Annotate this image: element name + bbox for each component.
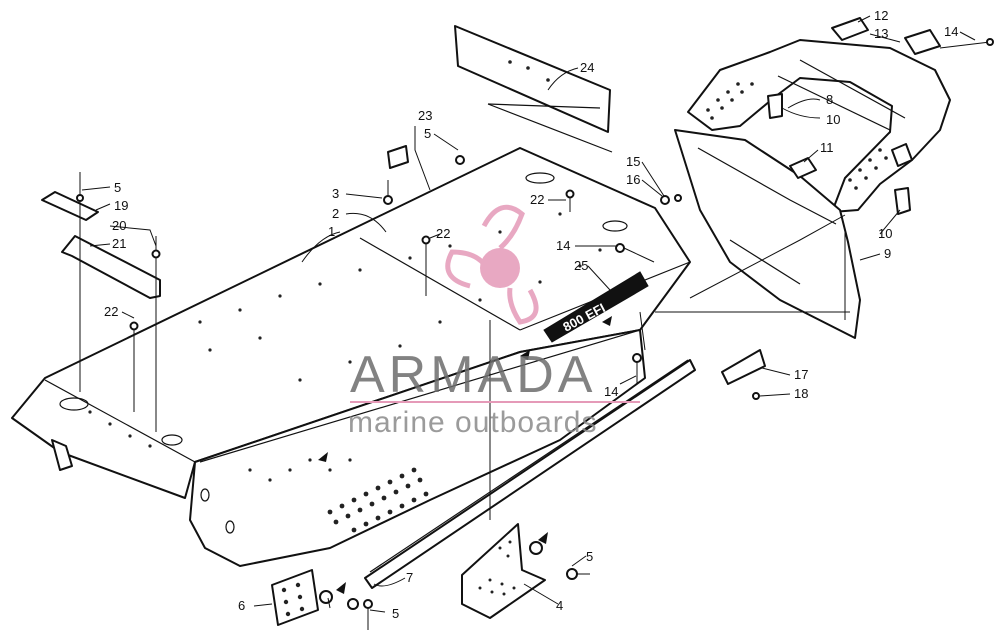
callout-20: 20	[112, 218, 126, 233]
callout-14-middle: 14	[556, 238, 570, 253]
watermark-brand: ARMADA	[350, 346, 596, 404]
callout-6: 6	[238, 598, 245, 613]
callout-16: 16	[626, 172, 640, 187]
decals	[831, 17, 941, 55]
footrest-bracket	[461, 523, 546, 619]
small-parts	[41, 145, 766, 385]
callout-18: 18	[794, 386, 808, 401]
callout-11: 11	[820, 140, 834, 155]
callout-22-right: 22	[530, 192, 544, 207]
fasteners	[76, 38, 994, 630]
mount-plate	[271, 569, 319, 626]
rear-bumper	[687, 39, 951, 213]
callout-1: 1	[328, 224, 335, 239]
tunnel-vent-holes	[327, 467, 429, 533]
callout-13: 13	[874, 26, 888, 41]
watermark-logo	[445, 204, 539, 325]
callout-5-top: 5	[424, 126, 431, 141]
callout-14-bottom: 14	[604, 384, 618, 399]
callout-19: 19	[114, 198, 128, 213]
assembly-lines	[79, 200, 850, 520]
flap	[454, 25, 613, 153]
callout-5-bracket: 5	[586, 549, 593, 564]
callout-4: 4	[556, 598, 563, 613]
callout-labels: 1 2 3 4 5 5 5 5 6 7 8 9 10 10 11 12 13 1…	[104, 8, 958, 621]
watermark: ARMADA marine outboards	[348, 204, 640, 439]
callout-17: 17	[794, 367, 808, 382]
callout-21: 21	[112, 236, 126, 251]
callout-23: 23	[418, 108, 432, 123]
callout-22-center: 22	[436, 226, 450, 241]
callout-25: 25	[574, 258, 588, 273]
callout-14-top: 14	[944, 24, 958, 39]
callout-9: 9	[884, 246, 891, 261]
callout-3: 3	[332, 186, 339, 201]
callout-5-left: 5	[114, 180, 121, 195]
tunnel-assembly	[11, 147, 691, 567]
brackets	[767, 93, 913, 215]
callout-10-top: 10	[826, 112, 840, 127]
callout-15: 15	[626, 154, 640, 169]
slide-rail	[364, 359, 696, 589]
callout-8: 8	[826, 92, 833, 107]
tunnel-rivet-holes	[88, 212, 642, 482]
callout-5-bottom: 5	[392, 606, 399, 621]
callout-2: 2	[332, 206, 339, 221]
callout-10-side: 10	[878, 226, 892, 241]
callout-7: 7	[406, 570, 413, 585]
callout-leaders	[81, 15, 976, 613]
callout-22-left: 22	[104, 304, 118, 319]
watermark-tagline: marine outboards	[348, 406, 597, 439]
callout-24: 24	[580, 60, 594, 75]
callout-12: 12	[874, 8, 888, 23]
rear-cover	[674, 129, 861, 339]
